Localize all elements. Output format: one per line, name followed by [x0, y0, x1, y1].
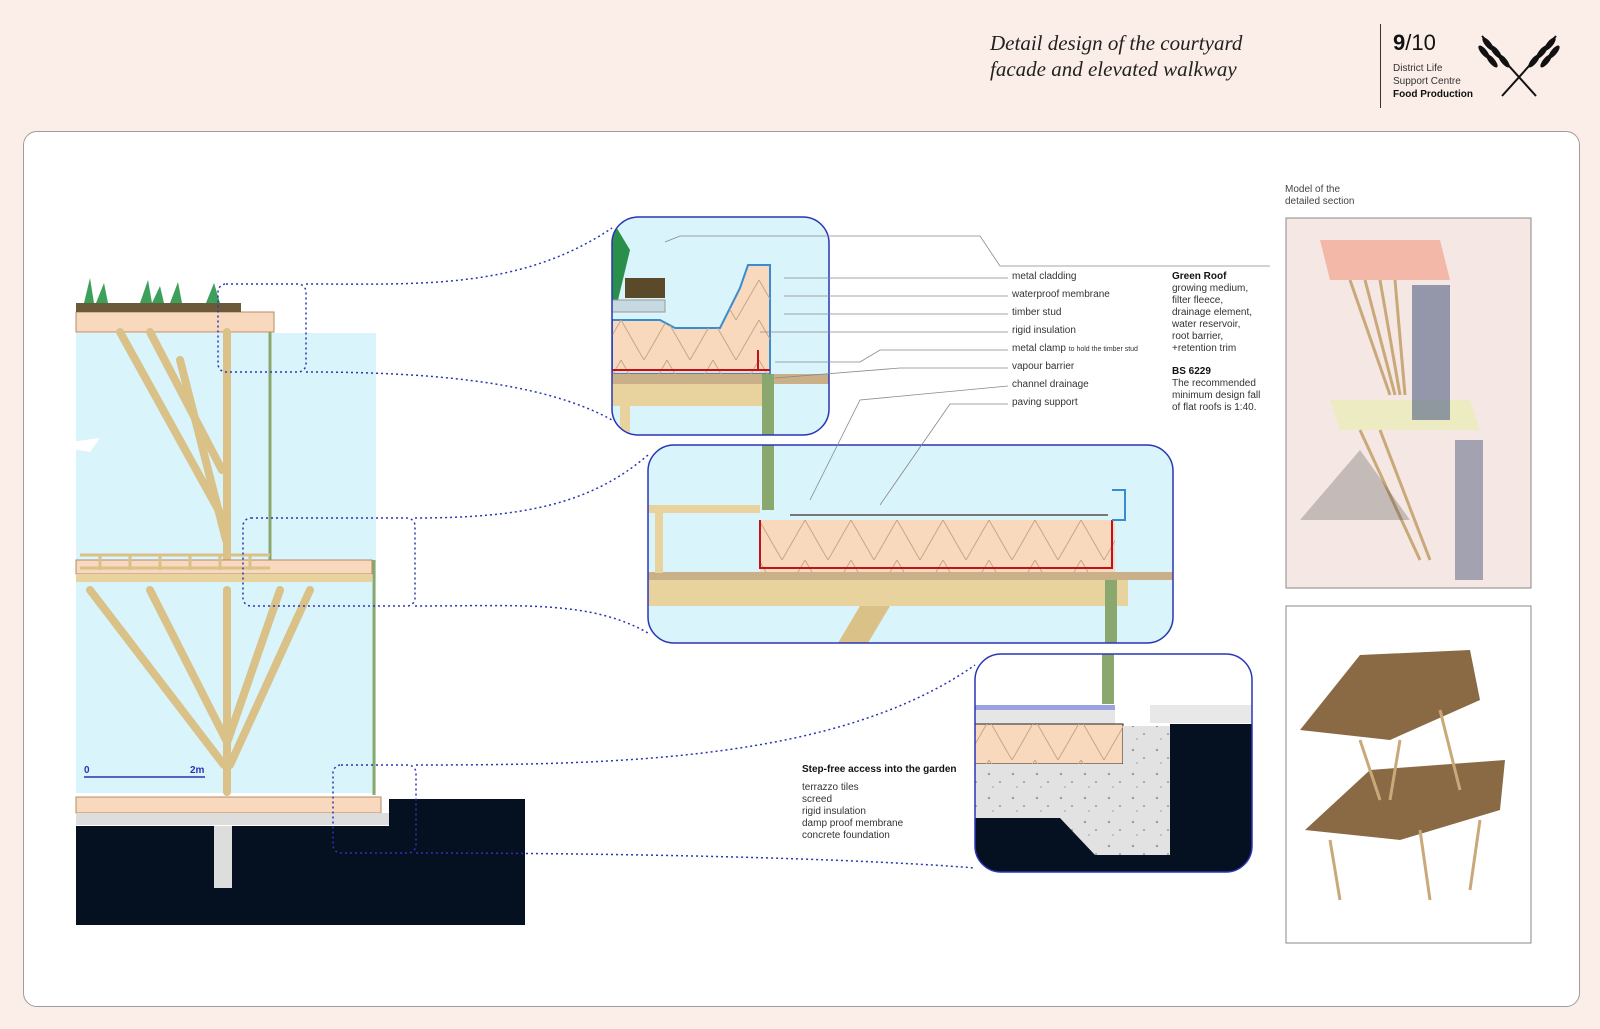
green-roof-line: growing medium,	[1172, 283, 1249, 294]
layer-label: paving support	[1012, 397, 1138, 415]
step-free-heading: Step-free access into the garden	[802, 764, 957, 775]
page-current: 9	[1393, 30, 1406, 55]
bs-line: The recommended	[1172, 378, 1256, 389]
green-roof-note: Green Roof growing medium, filter fleece…	[1172, 271, 1252, 355]
header-divider	[1380, 24, 1381, 108]
layer-label: vapour barrier	[1012, 361, 1138, 379]
green-roof-line: drainage element,	[1172, 307, 1253, 318]
green-roof-line: +retention trim	[1172, 343, 1237, 354]
detail-walkway-frame	[647, 444, 1174, 644]
page-title-line2: facade and elevated walkway	[990, 57, 1237, 81]
layer-label-text: waterproof membrane	[1012, 289, 1110, 300]
page-title-line1: Detail design of the courtyard	[990, 31, 1243, 55]
detail-roof	[612, 217, 829, 435]
bs-line: of flat roofs is 1:40.	[1172, 402, 1257, 413]
step-free-line: terrazzo tiles	[802, 782, 859, 793]
layer-label-text: metal clamp	[1012, 343, 1066, 354]
layer-label-text: timber stud	[1012, 307, 1062, 318]
bs-line: minimum design fall	[1172, 390, 1261, 401]
layer-label-note: to hold the timber stud	[1068, 346, 1138, 353]
green-roof-line: filter fleece,	[1172, 295, 1224, 306]
crossed-wheat-icon	[1478, 35, 1560, 97]
bs-note: BS 6229 The recommended minimum design f…	[1172, 366, 1260, 414]
model-caption-line2: detailed section	[1285, 196, 1355, 207]
layer-label: waterproof membrane	[1012, 289, 1138, 307]
green-roof-line: root barrier,	[1172, 331, 1224, 342]
detail-foundation	[975, 654, 1252, 872]
step-free-line: concrete foundation	[802, 830, 890, 841]
bs-heading: BS 6229	[1172, 366, 1211, 377]
roof-plants	[84, 278, 220, 303]
step-free-line: screed	[802, 794, 833, 805]
green-roof-line: water reservoir,	[1172, 319, 1241, 330]
model-photo-2	[1285, 605, 1532, 944]
model-caption: Model of the detailed section	[1285, 184, 1355, 208]
step-free-note: Step-free access into the garden terrazz…	[802, 764, 957, 842]
project-name: District Life Support Centre Food Produc…	[1393, 62, 1473, 101]
layer-label-text: paving support	[1012, 397, 1078, 408]
layer-label: metal clamp to hold the timber stud	[1012, 343, 1138, 361]
layer-labels: metal cladding waterproof membrane timbe…	[1012, 271, 1138, 415]
layer-label-text: metal cladding	[1012, 271, 1077, 282]
layer-label-text: rigid insulation	[1012, 325, 1076, 336]
detail-walkway	[648, 445, 1173, 643]
project-line3: Food Production	[1393, 89, 1473, 100]
leader-lines	[664, 235, 1270, 506]
layer-label-text: channel drainage	[1012, 379, 1089, 390]
scale-start-label: 0	[84, 765, 90, 776]
layer-label: timber stud	[1012, 307, 1138, 325]
page-title: Detail design of the courtyard facade an…	[990, 30, 1320, 82]
page-number: 9/10	[1393, 30, 1436, 56]
detail-foundation-frame	[974, 653, 1253, 873]
model-photo-1	[1285, 217, 1532, 589]
layer-label: channel drainage	[1012, 379, 1138, 397]
layer-label-text: vapour barrier	[1012, 361, 1075, 372]
overall-section	[48, 278, 525, 925]
page-total: /10	[1405, 30, 1436, 55]
project-line1: District Life	[1393, 63, 1443, 74]
detail-locators	[217, 227, 976, 869]
model-caption-line1: Model of the	[1285, 184, 1341, 195]
green-roof-heading: Green Roof	[1172, 271, 1227, 282]
project-line2: Support Centre	[1393, 76, 1461, 87]
step-free-line: rigid insulation	[802, 806, 866, 817]
layer-label: metal cladding	[1012, 271, 1138, 289]
scale-end-label: 2m	[190, 765, 205, 776]
step-free-line: damp proof membrane	[802, 818, 904, 829]
layer-label: rigid insulation	[1012, 325, 1138, 343]
detail-roof-frame	[611, 216, 830, 436]
